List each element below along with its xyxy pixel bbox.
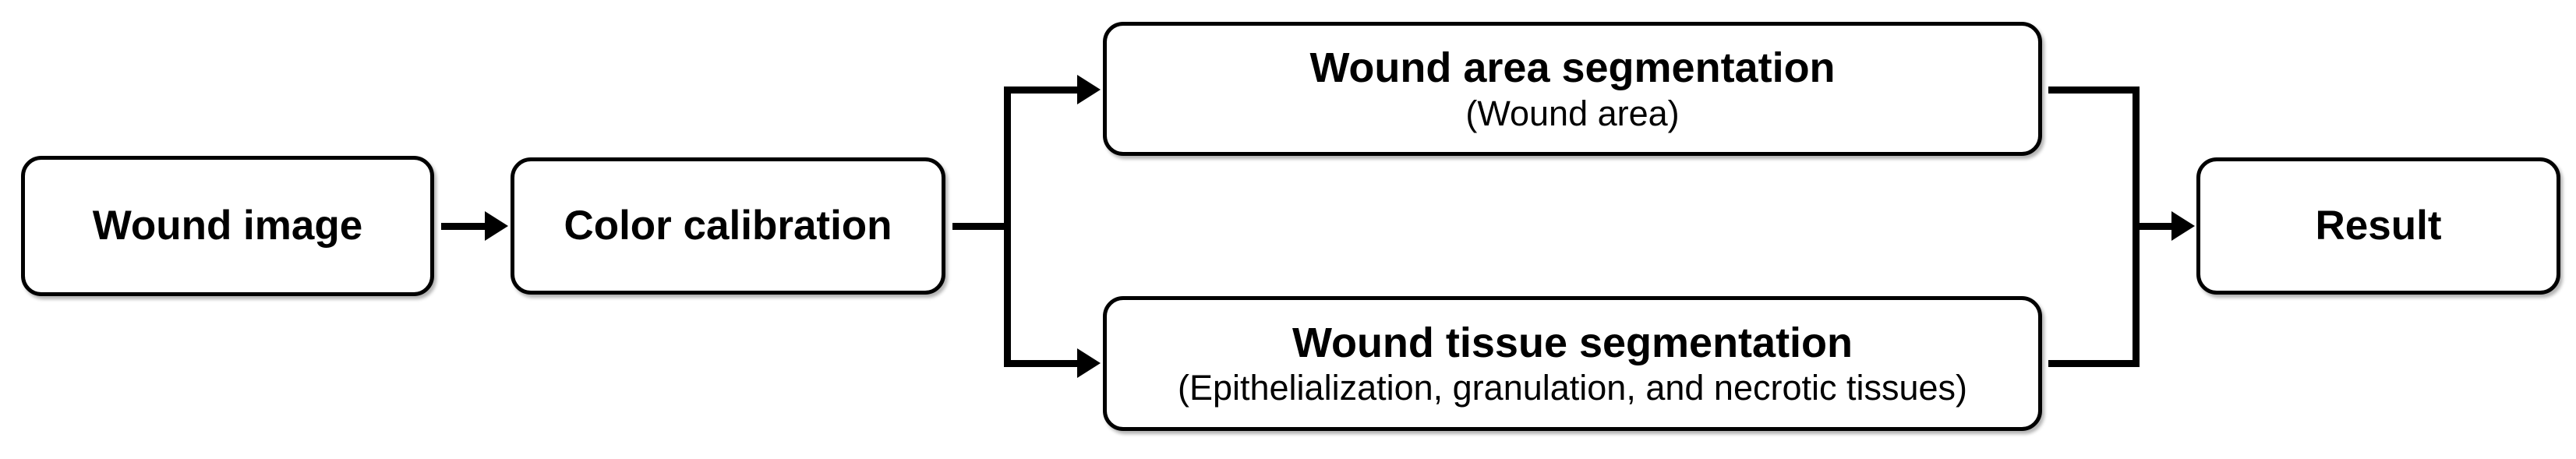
node-wound-image[interactable]: Wound image <box>21 156 434 296</box>
edge-wound-image-to-color-calibration-arrowhead-icon <box>485 211 508 241</box>
edge-to-wound-area-segmentation-line <box>1004 87 1088 94</box>
node-wound-tissue-segmentation-title: Wound tissue segmentation <box>1292 320 1853 367</box>
edge-split-vertical-bus <box>1004 90 1011 367</box>
node-result[interactable]: Result <box>2196 157 2560 295</box>
node-wound-image-title: Wound image <box>92 203 363 249</box>
node-wound-area-segmentation[interactable]: Wound area segmentation (Wound area) <box>1103 22 2042 156</box>
node-wound-tissue-segmentation-subtitle: (Epithelialization, granulation, and nec… <box>1177 367 1968 408</box>
edge-from-wound-tissue-segmentation-line <box>2048 360 2140 367</box>
edge-from-wound-area-segmentation-line <box>2048 87 2140 94</box>
node-wound-area-segmentation-subtitle: (Wound area) <box>1465 94 1680 134</box>
edge-wound-image-to-color-calibration-line <box>441 223 489 230</box>
edge-to-wound-tissue-segmentation-arrowhead-icon <box>1077 348 1101 378</box>
node-wound-tissue-segmentation[interactable]: Wound tissue segmentation (Epithelializa… <box>1103 296 2042 431</box>
edge-color-calibration-outgoing-stub <box>952 223 1011 230</box>
edge-to-wound-area-segmentation-arrowhead-icon <box>1077 75 1101 104</box>
node-color-calibration[interactable]: Color calibration <box>511 157 945 295</box>
node-wound-area-segmentation-title: Wound area segmentation <box>1309 44 1836 91</box>
edge-to-wound-tissue-segmentation-line <box>1004 360 1088 367</box>
node-result-title: Result <box>2315 203 2442 249</box>
edge-to-result-arrowhead-icon <box>2171 211 2195 241</box>
edge-to-result-line <box>2133 223 2187 230</box>
node-color-calibration-title: Color calibration <box>564 203 892 249</box>
